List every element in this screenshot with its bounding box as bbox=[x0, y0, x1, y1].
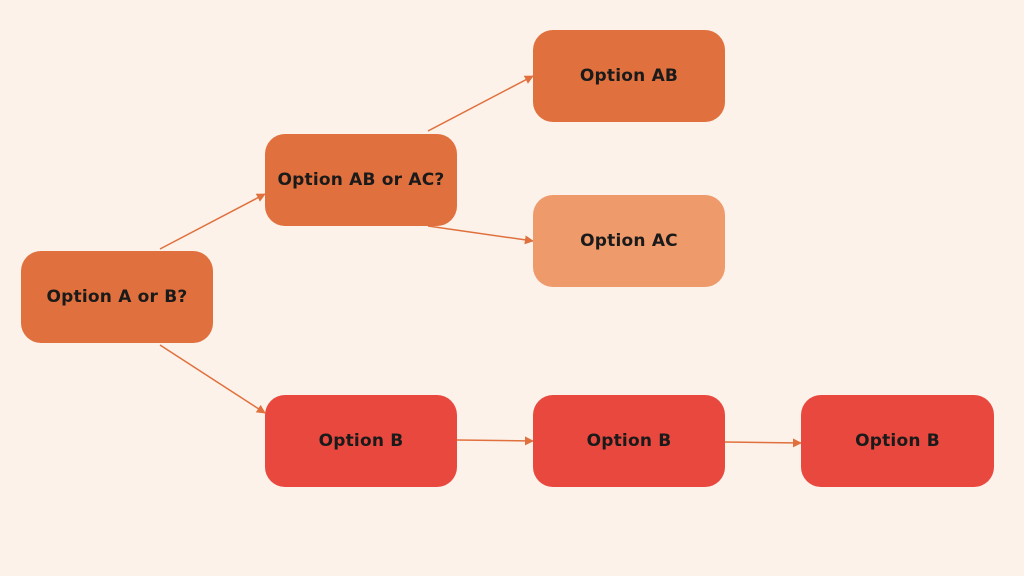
node-option-b-second: Option B bbox=[533, 395, 725, 487]
node-option-a-or-b: Option A or B? bbox=[21, 251, 213, 343]
edge-b2-to-b3 bbox=[724, 438, 802, 448]
node-label: Option AC bbox=[580, 231, 678, 251]
edge-mid-to-ac bbox=[427, 225, 534, 245]
edge-root-to-b1 bbox=[159, 344, 266, 414]
node-option-b-third: Option B bbox=[801, 395, 994, 487]
node-option-ab-or-ac: Option AB or AC? bbox=[265, 134, 457, 226]
edge-b1-to-b2 bbox=[456, 436, 534, 446]
edge-root-to-mid bbox=[159, 193, 266, 250]
node-option-ac: Option AC bbox=[533, 195, 725, 287]
node-option-b-first: Option B bbox=[265, 395, 457, 487]
node-label: Option B bbox=[586, 431, 672, 451]
node-label: Option AB bbox=[579, 66, 679, 86]
edge-mid-to-ab bbox=[427, 75, 534, 132]
node-label: Option A or B? bbox=[46, 287, 188, 307]
node-option-ab: Option AB bbox=[533, 30, 725, 122]
node-label: Option AB or AC? bbox=[277, 170, 445, 190]
node-label: Option B bbox=[318, 431, 404, 451]
node-label: Option B bbox=[855, 431, 940, 451]
